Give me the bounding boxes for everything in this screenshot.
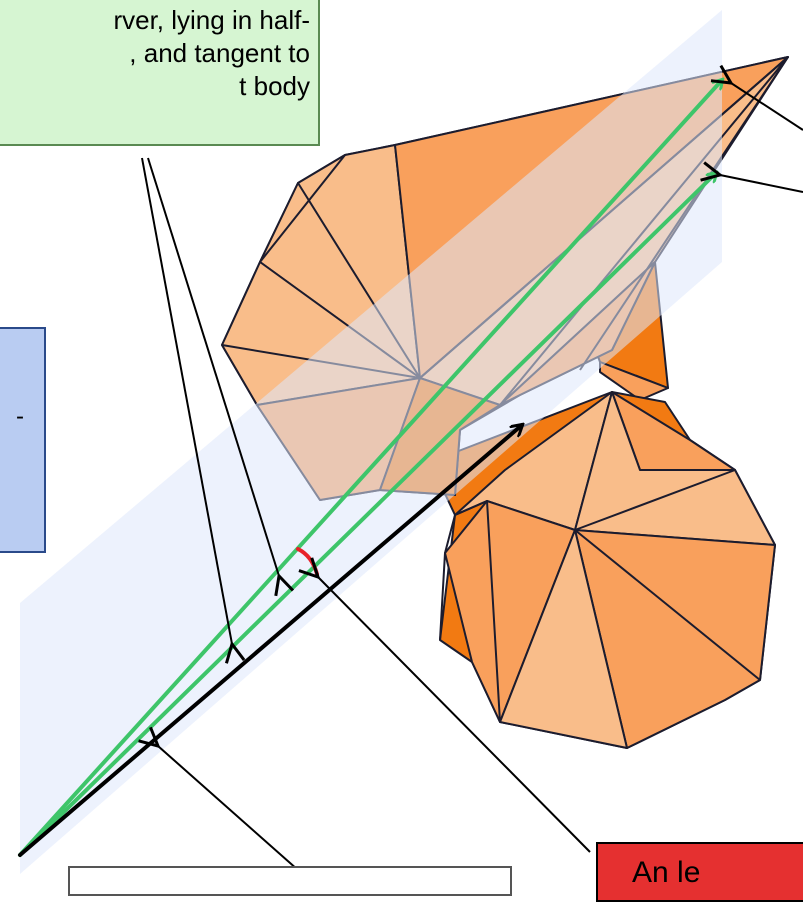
green-callout-line-2: , and tangent to [129,38,310,68]
gray-callout [68,866,512,896]
red-callout-text: An le [632,856,701,889]
pointer-lines [141,83,803,871]
green-callout: rver, lying in half- , and tangent to t … [0,0,320,146]
lower-body-mesh [429,249,776,749]
pointer-red-callout [318,577,591,853]
green-callout-line-1: rver, lying in half- [113,5,310,35]
green-callout-text: rver, lying in half- , and tangent to t … [0,4,310,103]
green-rays [18,80,722,857]
scene-diagram [18,10,803,874]
pointer-green-callout-b [147,157,279,576]
view-ray [18,425,522,857]
pointer-gray-callout [158,746,299,871]
green-ray-upper [18,80,722,857]
pointer-right-b [720,175,803,193]
blue-callout-text: - [16,403,24,430]
green-ray-lower [18,173,716,857]
green-callout-line-3: t body [239,71,310,101]
pointer-green-callout-a [141,157,232,644]
red-callout: An le [596,842,803,902]
blue-callout: - [0,327,46,553]
tangent-half-plane [20,10,722,874]
pointer-right-a [731,83,803,131]
